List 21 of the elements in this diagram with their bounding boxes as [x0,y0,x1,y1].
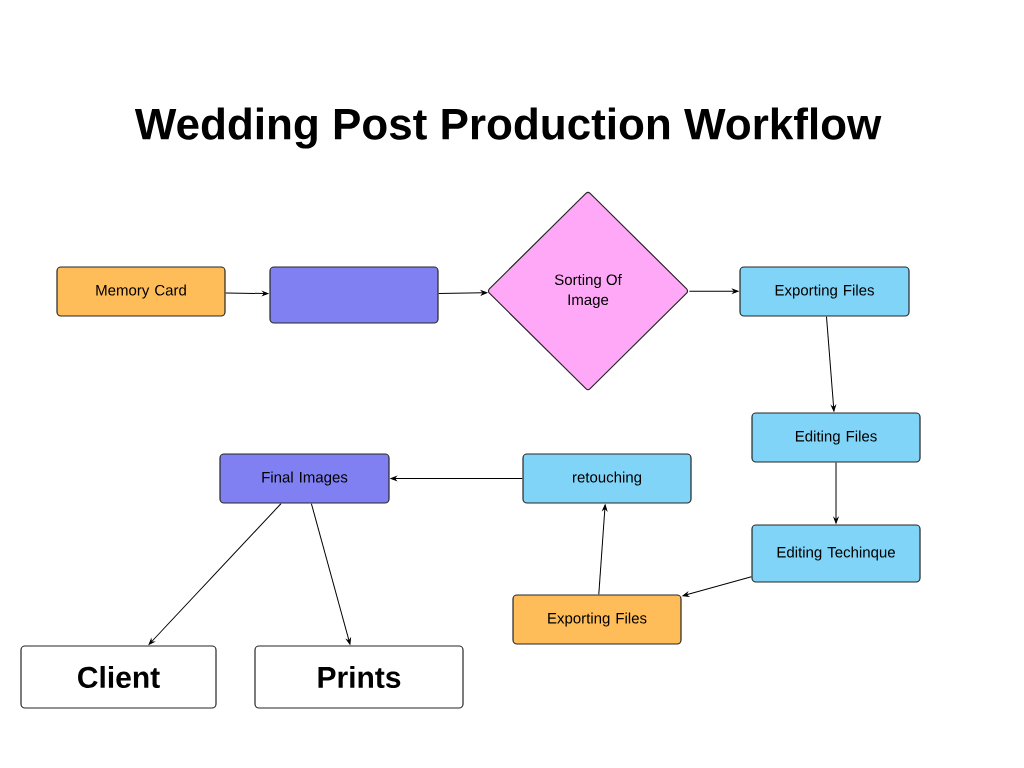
arrow [688,288,739,294]
process-box: Final Images [219,453,390,504]
arrow [148,503,282,645]
process-box: Memory Card [56,266,226,317]
arrow [598,504,608,595]
process-box: Editing Techinque [751,524,921,583]
arrow [833,462,839,524]
process-box: Exporting Files [512,594,682,645]
title: Wedding Post Production Workflow [134,107,882,149]
output-box: Prints [254,645,464,709]
process-box: Editing Files [751,412,921,463]
arrow [390,476,523,481]
arrow [826,316,836,412]
process-box [269,266,439,324]
arrow [682,576,752,597]
arrow [225,291,269,296]
arrow [438,290,488,296]
process-box: retouching [522,453,692,504]
arrow [310,503,351,645]
process-box: Exporting Files [739,266,910,317]
output-box: Client [20,645,217,709]
